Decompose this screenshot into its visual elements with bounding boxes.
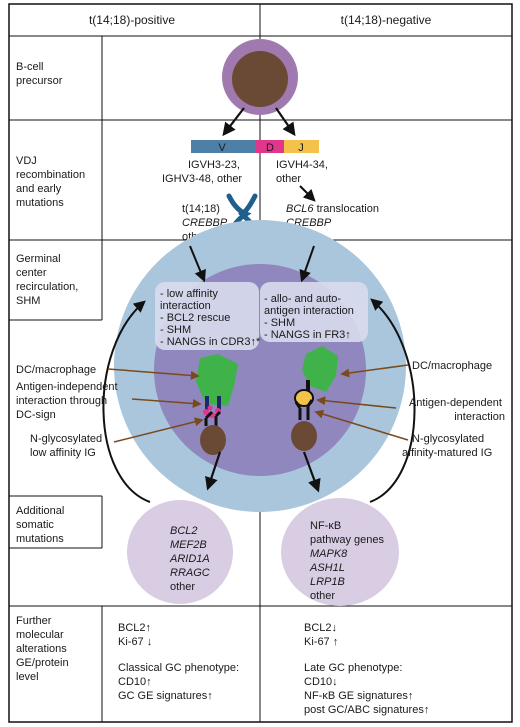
j-segment xyxy=(284,140,319,153)
row-label-gc: Germinal center recirculation, SHM xyxy=(16,253,81,307)
arrow-vdj-right xyxy=(299,185,316,202)
b-cell-receptor-right xyxy=(294,399,314,420)
arrow-right-to-somatic xyxy=(302,451,321,493)
row-label-somatic: Additional somatic mutations xyxy=(16,505,67,545)
vdj-gene-segments: V D J xyxy=(191,140,319,154)
gc-right-features: - allo- and auto- antigen interaction - … xyxy=(264,293,357,341)
right-dc-pointer xyxy=(340,364,409,378)
right-interaction-label: Antigen-dependent interaction xyxy=(409,397,505,423)
arrow-precursor-left xyxy=(222,107,245,137)
arrow-left-to-somatic xyxy=(205,451,222,491)
d-label: D xyxy=(266,142,274,154)
further-left-text: BCL2↑ Ki-67 ↓ Classical GC phenotype: CD… xyxy=(118,622,242,702)
somatic-right-genes: NF-κB pathway genes MAPK8 ASH1L LRP1B ot… xyxy=(309,520,387,602)
somatic-left-ellipse xyxy=(127,500,233,604)
receptor-icon xyxy=(205,396,221,410)
left-interaction-label: Antigen-independent interaction through … xyxy=(16,381,121,421)
b-cell-precursor-icon xyxy=(222,39,298,115)
gc-right-textbox xyxy=(260,282,368,342)
frame xyxy=(8,3,513,723)
right-interaction-pointer xyxy=(316,396,397,409)
v-label: V xyxy=(218,142,226,154)
v-segment xyxy=(191,140,256,153)
arrow-right-into-gc xyxy=(299,245,315,283)
vdj-right-igvh: IGVH4-34, other xyxy=(276,159,331,185)
gc-left-textbox xyxy=(155,282,259,350)
d-segment xyxy=(256,140,284,153)
dc-macrophage-icon xyxy=(302,346,338,392)
left-ig-label: N-glycosylated low affinity IG xyxy=(30,433,105,459)
antigen-icon xyxy=(294,389,314,407)
precursor-nucleus xyxy=(232,51,288,107)
row-label-bcell: B-cell precursor xyxy=(16,61,63,87)
germinal-center xyxy=(114,220,406,512)
left-ig-pointer xyxy=(113,417,204,443)
arrow-left-into-gc xyxy=(189,245,206,283)
left-dc-pointer xyxy=(107,368,200,380)
b-cell-icon xyxy=(291,421,317,451)
right-dc-label: DC/macrophage xyxy=(412,360,492,372)
further-right-text: BCL2↓ Ki-67 ↑ Late GC phenotype: CD10↓ N… xyxy=(304,622,429,716)
dc-macrophage-icon xyxy=(196,354,238,406)
vdj-left-igvh: IGVH3-23, IGHV3-48, other xyxy=(162,159,243,185)
row-label-vdj: VDJ recombination and early mutations xyxy=(16,155,88,209)
right-ig-pointer xyxy=(314,409,409,441)
left-interaction-pointer xyxy=(131,398,202,408)
recirculation-arrow-left xyxy=(102,300,151,503)
j-label: J xyxy=(298,142,304,154)
left-dc-label: DC/macrophage xyxy=(16,364,96,376)
row-label-further: Further molecular alterations GE/protein… xyxy=(16,615,72,683)
somatic-right-ellipse xyxy=(281,498,399,606)
column-header-positive: t(14;18)-positive xyxy=(89,13,175,27)
b-cell-receptor-left xyxy=(204,410,222,426)
column-header-negative: t(14;18)-negative xyxy=(341,13,432,27)
somatic-left-genes: BCL2 MEF2B ARID1A RRAGC other xyxy=(169,525,213,593)
arrow-precursor-right xyxy=(275,107,296,137)
gc-left-features: - low affinity interaction - BCL2 rescue… xyxy=(160,288,261,348)
recirculation-arrow-right xyxy=(369,298,416,503)
right-ig-label: N-glycosylated affinity-matured IG xyxy=(402,433,492,459)
b-cell-icon xyxy=(200,425,226,455)
